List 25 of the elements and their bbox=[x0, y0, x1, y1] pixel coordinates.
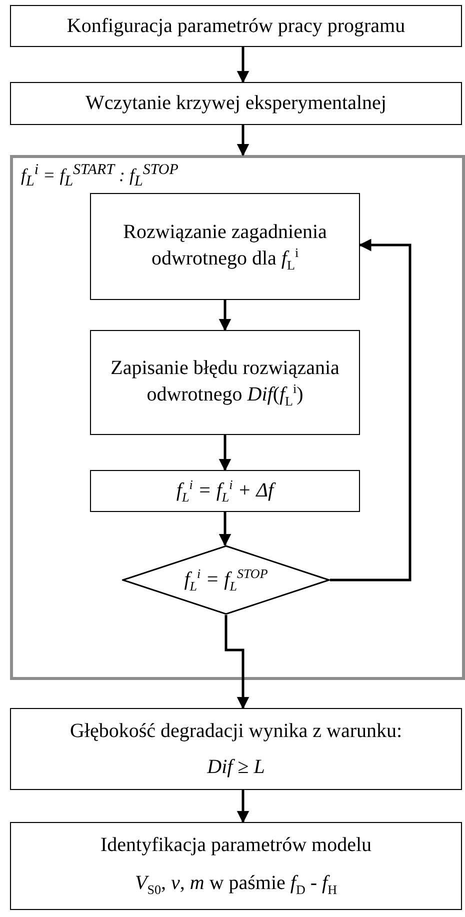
arrow bbox=[218, 300, 232, 332]
process-box bbox=[10, 82, 462, 125]
box-text: Identyfikacja parametrów modelu bbox=[100, 833, 372, 858]
arrow bbox=[218, 512, 232, 546]
process-box bbox=[90, 470, 360, 512]
arrow bbox=[330, 238, 412, 582]
arrow bbox=[224, 615, 250, 710]
box-text: Zapisanie błędu rozwiązania odwrotnego Dif(f$_{L}$$^{i}$) bbox=[110, 356, 340, 410]
process-box bbox=[10, 708, 462, 790]
loop-frame bbox=[10, 155, 465, 680]
box-text: Wczytanie krzywej eksperymentalnej bbox=[86, 91, 386, 116]
arrow bbox=[236, 47, 250, 84]
arrow bbox=[218, 435, 232, 472]
process-box bbox=[90, 330, 360, 435]
process-box bbox=[10, 822, 462, 910]
decision-diamond bbox=[122, 545, 330, 615]
box-text: Głębokość degradacji wynika z warunku: bbox=[70, 718, 402, 744]
arrow bbox=[236, 125, 250, 156]
process-box bbox=[10, 5, 462, 47]
arrow bbox=[236, 790, 250, 824]
box-text: f$_{L}$$^{i}$ = f$_{L}$$^{i}$ + Δf bbox=[176, 476, 274, 506]
box-text: Konfiguracja parametrów pracy programu bbox=[66, 14, 406, 38]
box-text: V$_{S0}$, ν, m w paśmie f$_{D}$ - f$_{H}$ bbox=[135, 871, 337, 899]
box-text: Dif ≥ L bbox=[207, 754, 265, 780]
process-box bbox=[90, 193, 360, 300]
